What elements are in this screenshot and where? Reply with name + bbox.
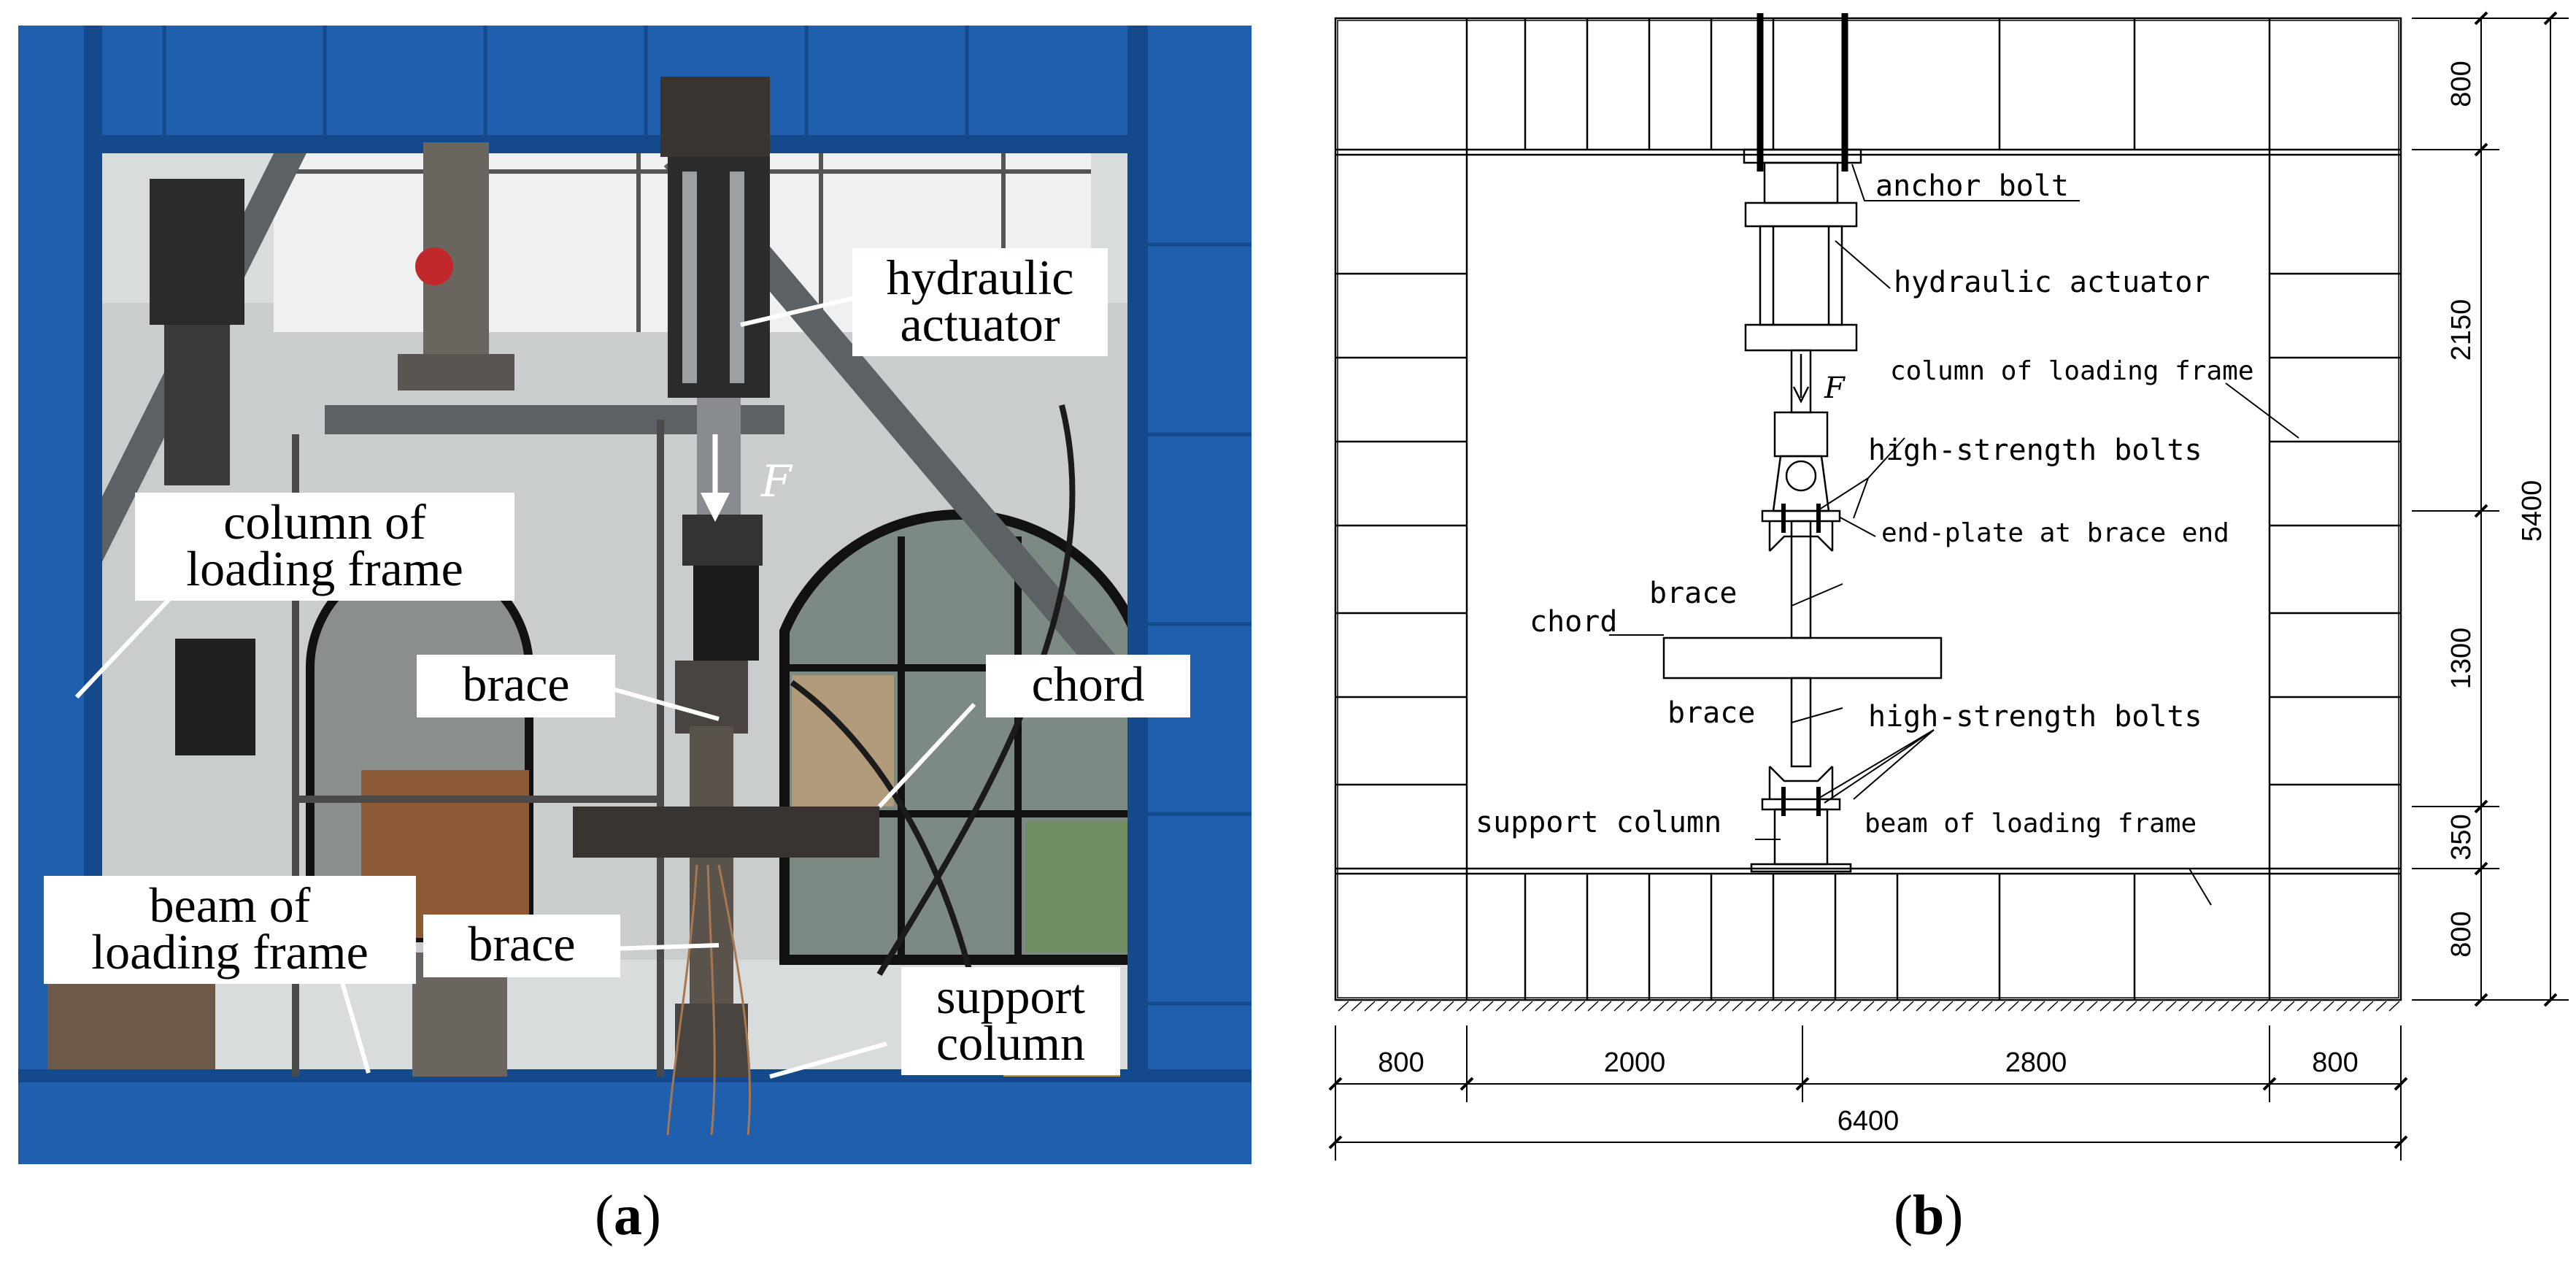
- panel-b-close-paren: ): [1944, 1183, 1964, 1247]
- drawing-canvas: anchor bolt hydraulic actuator F column …: [1328, 11, 2569, 1161]
- callout-hydraulic-actuator: hydraulic actuator: [852, 248, 1108, 356]
- dim-h-4: 800: [2312, 1047, 2358, 1078]
- dim-total-height: 5400: [2517, 480, 2548, 542]
- panel-b-letter: b: [1912, 1183, 1945, 1247]
- label-column-of-loading-frame: column of loading frame: [1890, 356, 2254, 386]
- label-brace-upper: brace: [1649, 577, 1737, 610]
- label-brace-lower: brace: [1667, 696, 1755, 730]
- panel-label-b: (b): [1894, 1182, 1963, 1248]
- callout-column-of-loading-frame: column of loading frame: [135, 493, 514, 601]
- dim-v-1: 800: [2446, 61, 2477, 107]
- label-chord: chord: [1530, 605, 1617, 639]
- dim-h-3: 2800: [2005, 1047, 2067, 1078]
- callout-chord: chord: [986, 655, 1190, 717]
- label-support-column: support column: [1476, 806, 1721, 839]
- callout-beam-of-loading-frame: beam of loading frame: [44, 876, 416, 984]
- callout-support-column: support column: [901, 967, 1120, 1075]
- dim-v-2: 2150: [2446, 299, 2477, 361]
- label-high-strength-bolts-top: high-strength bolts: [1868, 434, 2202, 467]
- label-beam-of-loading-frame: beam of loading frame: [1864, 809, 2197, 839]
- force-symbol-photo: F: [761, 456, 792, 507]
- photo-scene: [18, 26, 1252, 1164]
- ground-hatch: [1338, 1001, 2400, 1012]
- dim-v-3: 1300: [2446, 628, 2477, 690]
- panel-a-close-paren: ): [641, 1183, 661, 1247]
- dim-v-4: 350: [2446, 814, 2477, 860]
- label-force-f: F: [1824, 372, 1846, 405]
- dim-total-width: 6400: [1837, 1106, 1900, 1136]
- label-anchor-bolt: anchor bolt: [1875, 169, 2069, 203]
- panel-a-letter: a: [613, 1183, 642, 1247]
- label-hydraulic-actuator: hydraulic actuator: [1894, 266, 2210, 299]
- test-setup-photo: hydraulic actuator column of loading fra…: [18, 26, 1252, 1164]
- label-end-plate: end-plate at brace end: [1881, 518, 2229, 548]
- dim-h-1: 800: [1378, 1047, 1424, 1078]
- panel-b-open-paren: (: [1894, 1183, 1913, 1247]
- test-setup-drawing: anchor bolt hydraulic actuator F column …: [1314, 0, 2576, 1182]
- callout-brace-upper: brace: [417, 655, 615, 717]
- callout-brace-lower: brace: [423, 915, 620, 977]
- dim-v-5: 800: [2446, 911, 2477, 957]
- label-high-strength-bolts-bottom: high-strength bolts: [1868, 700, 2202, 734]
- panel-label-a: (a): [595, 1182, 661, 1248]
- dim-h-2: 2000: [1604, 1047, 1666, 1078]
- panel-a-open-paren: (: [595, 1183, 614, 1247]
